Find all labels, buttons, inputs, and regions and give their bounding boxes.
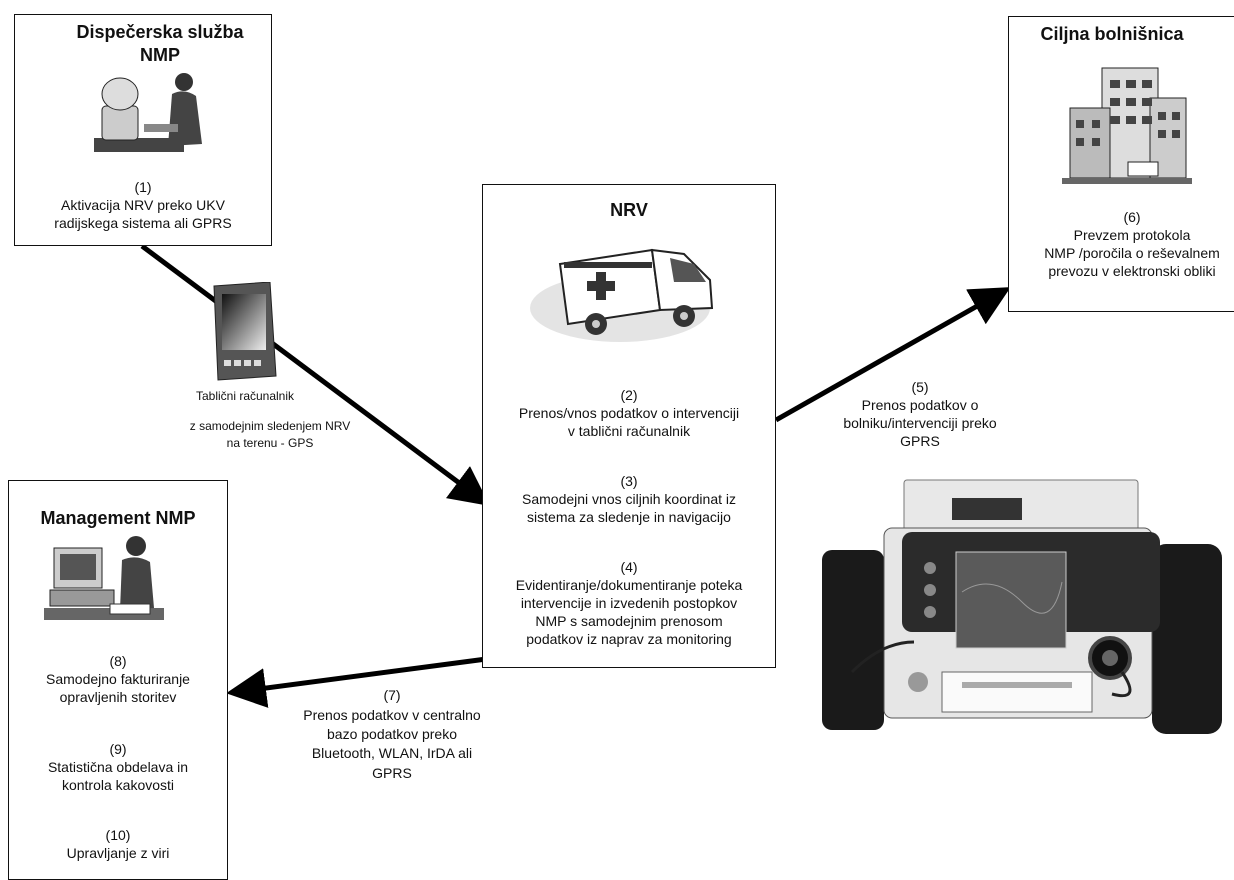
flow-arrows	[140, 243, 1011, 708]
dispatch-title-line2: NMP	[140, 45, 180, 65]
step-6-line1: Prevzem protokola	[1073, 227, 1191, 243]
ambulance-icon	[530, 248, 714, 342]
hospital-title: Ciljna bolnišnica	[1040, 24, 1184, 44]
step-9-number: (9)	[109, 741, 127, 757]
step-3-line2: sistema za sledenje in navigacijo	[527, 509, 731, 525]
tablet-desc-line1: z samodejnim sledenjem NRV	[189, 419, 351, 433]
step-8-line1: Samodejno fakturiranje	[46, 671, 190, 687]
step-7-number: (7)	[383, 687, 401, 703]
step-5-line1: Prenos podatkov o	[861, 397, 979, 413]
arrow-nrv-to-hospital	[774, 287, 1011, 423]
hospital-box	[1008, 16, 1234, 312]
step-5-number: (5)	[911, 379, 929, 395]
dispatch-title-line1: Dispečerska služba	[76, 22, 244, 42]
step-4-number: (4)	[620, 559, 638, 575]
step-6-line2: NMP /poročila o reševalnem	[1044, 245, 1220, 261]
step-5-line2: bolniku/intervenciji preko	[843, 415, 997, 431]
step-7-line4: GPRS	[372, 765, 412, 781]
step-4-line3: NMP s samodejnim prenosom	[535, 613, 723, 629]
step-9-line2: kontrola kakovosti	[61, 777, 175, 793]
step-10-line1: Upravljanje z viri	[66, 845, 170, 861]
step-1-line1: Aktivacija NRV preko UKV	[61, 197, 225, 213]
step-2-number: (2)	[620, 387, 638, 403]
step-8-line2: opravljenih storitev	[59, 689, 177, 705]
step-7-line3: Bluetooth, WLAN, IrDA ali	[311, 745, 473, 761]
tablet-label: Tablični računalnik	[195, 389, 295, 403]
step-1-line2: radijskega sistema ali GPRS	[54, 215, 232, 231]
step-1-number: (1)	[134, 179, 152, 195]
arrow-dispatch-to-nrv	[140, 243, 491, 506]
computer-user-icon	[44, 536, 164, 620]
step-6-line3: prevozu v elektronski obliki	[1048, 263, 1216, 279]
dispatch-box	[14, 14, 272, 246]
management-box	[8, 480, 228, 880]
step-7-line1: Prenos podatkov v centralno	[303, 707, 481, 723]
defibrillator-monitor-icon	[822, 472, 1222, 744]
step-4-line1: Evidentiranje/dokumentiranje poteka	[515, 577, 743, 593]
step-3-line1: Samodejni vnos ciljnih koordinat iz	[522, 491, 736, 507]
tablet-desc-line2: na terenu - GPS	[226, 436, 314, 450]
step-7-line2: bazo podatkov preko	[327, 726, 457, 742]
step-10-number: (10)	[105, 827, 131, 843]
step-8-number: (8)	[109, 653, 127, 669]
tablet-icon	[213, 282, 277, 381]
arrow-nrv-to-management	[226, 655, 495, 708]
step-2-line1: Prenos/vnos podatkov o intervenciji	[518, 405, 740, 421]
step-5-line3: GPRS	[900, 433, 940, 449]
management-title: Management NMP	[40, 508, 196, 528]
step-4-line4: podatkov iz naprav za monitoring	[526, 631, 732, 647]
dispatcher-icon	[94, 73, 202, 152]
step-2-line2: v tablični računalnik	[567, 423, 691, 439]
nrv-title: NRV	[610, 200, 648, 220]
step-6-number: (6)	[1123, 209, 1141, 225]
step-9-line1: Statistična obdelava in	[47, 759, 189, 775]
step-3-number: (3)	[620, 473, 638, 489]
hospital-icon	[1062, 67, 1192, 184]
step-4-line2: intervencije in izvedenih postopkov	[520, 595, 738, 611]
